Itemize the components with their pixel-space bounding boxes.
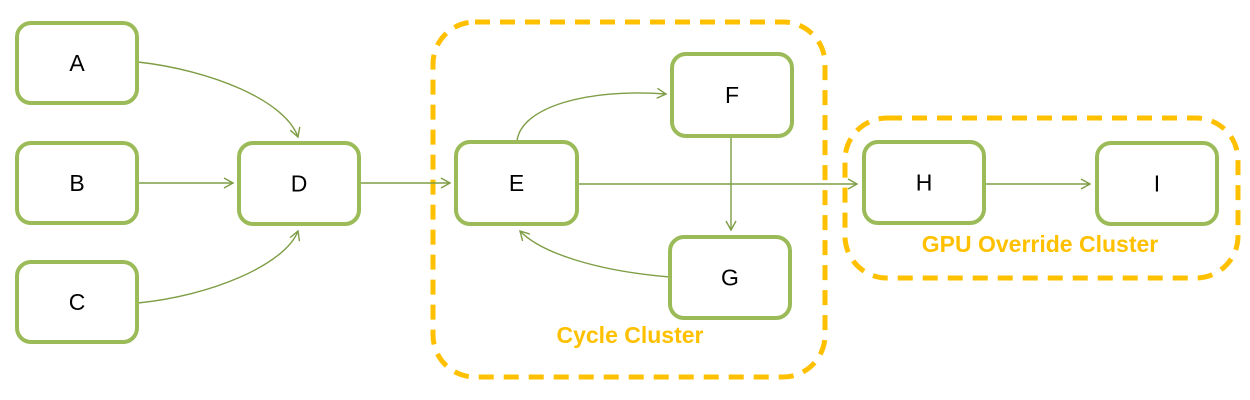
node-E-box bbox=[454, 140, 579, 226]
node-E-label: E bbox=[509, 170, 524, 196]
node-B: B bbox=[15, 141, 139, 225]
node-G-box bbox=[668, 235, 792, 320]
cluster-cycle-cluster-label: Cycle Cluster bbox=[556, 322, 703, 348]
cluster-gpu-override-cluster: GPU Override Cluster bbox=[842, 115, 1241, 281]
node-D-box bbox=[237, 141, 361, 226]
node-F-label: F bbox=[725, 82, 739, 108]
edge-C-D bbox=[137, 229, 301, 304]
node-D-label: D bbox=[291, 171, 308, 197]
node-E: E bbox=[454, 140, 579, 226]
node-H-box bbox=[862, 140, 986, 225]
node-B-box bbox=[15, 141, 139, 225]
cluster-cycle-cluster: Cycle Cluster bbox=[430, 19, 828, 380]
node-G: G bbox=[668, 235, 792, 320]
edge-E-F bbox=[516, 87, 668, 142]
node-I-box bbox=[1095, 141, 1219, 226]
node-A: A bbox=[15, 21, 139, 105]
node-C: C bbox=[15, 260, 139, 344]
node-A-box bbox=[15, 21, 139, 105]
node-F-box bbox=[670, 52, 794, 138]
node-C-box bbox=[15, 260, 139, 344]
edge-A-D bbox=[137, 61, 301, 139]
cluster-cycle-cluster-border bbox=[430, 19, 828, 380]
node-A-label: A bbox=[69, 50, 85, 76]
node-I: I bbox=[1095, 141, 1219, 226]
node-F: F bbox=[670, 52, 794, 138]
node-G-label: G bbox=[721, 265, 739, 291]
node-H-label: H bbox=[916, 170, 933, 196]
node-H: H bbox=[862, 140, 986, 225]
node-C-label: C bbox=[69, 289, 86, 315]
cluster-gpu-override-cluster-border bbox=[842, 115, 1241, 281]
node-D: D bbox=[237, 141, 361, 226]
cluster-gpu-override-cluster-label: GPU Override Cluster bbox=[922, 231, 1159, 257]
node-I-label: I bbox=[1154, 171, 1160, 197]
edge-G-E bbox=[519, 229, 671, 278]
node-B-label: B bbox=[69, 170, 84, 196]
